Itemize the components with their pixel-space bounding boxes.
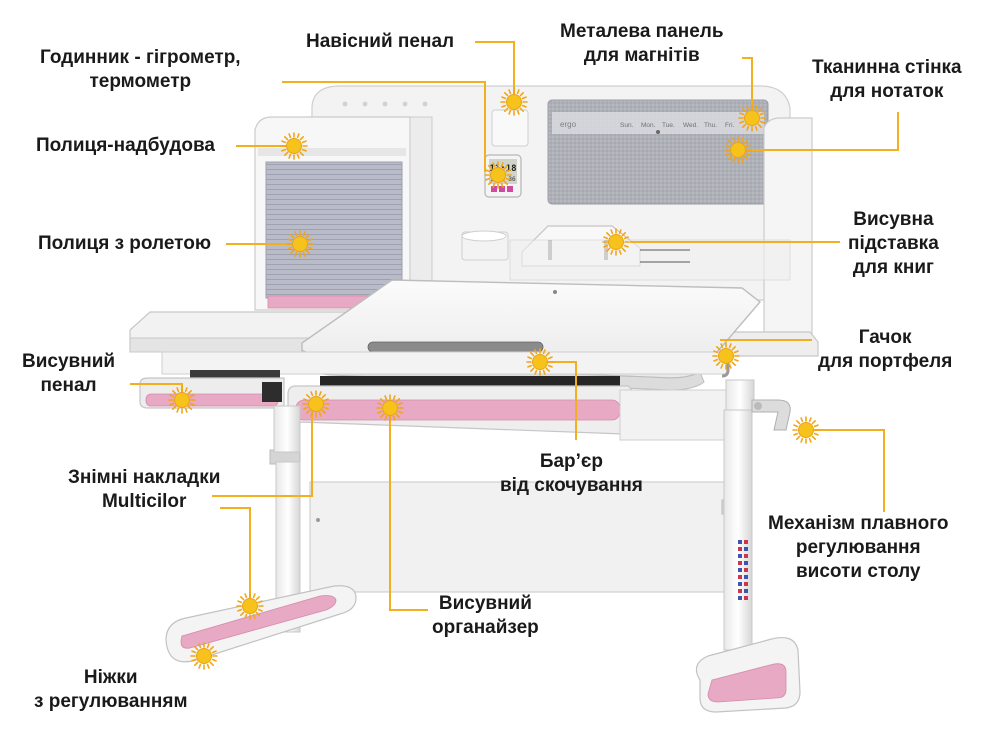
height-scale-mark <box>738 582 742 586</box>
hanging-pencil-case <box>491 109 529 147</box>
board-day-label: Mon. <box>641 122 656 129</box>
pencil-drawer-pink-cover <box>145 393 279 407</box>
bag-hook <box>720 354 730 378</box>
sun-marker-icon <box>738 104 766 132</box>
height-scale-mark <box>744 582 748 586</box>
desk-top <box>129 279 819 391</box>
label-legs: Ніжки з регулюванням <box>34 667 188 712</box>
label-organizer: Висувний органайзер <box>432 593 539 638</box>
right-leg-post <box>723 409 753 651</box>
label-covers: Знімні накладки Multicilor <box>68 467 221 512</box>
height-scale-mark <box>744 554 748 558</box>
height-scale-mark <box>744 575 748 579</box>
height-scale-mark <box>738 540 742 544</box>
organizer-drawer-pink-cover <box>295 399 621 421</box>
board-brand: ergo <box>560 120 577 129</box>
sun-marker-icon <box>526 348 554 376</box>
sun-marker-icon <box>168 386 196 414</box>
left-foot-pink-cover <box>180 595 337 649</box>
height-scale <box>738 540 748 600</box>
sun-marker-icon <box>280 132 308 160</box>
sun-marker-icon <box>302 390 330 418</box>
height-scale-mark <box>738 568 742 572</box>
right-side-panel <box>763 117 813 341</box>
board-day-label: Fri. <box>725 122 735 129</box>
sun-marker-icon <box>286 230 314 258</box>
metal-strip <box>552 112 764 134</box>
label-book-stand: Висувна підставка для книг <box>848 209 939 278</box>
board-day-label: Wed. <box>683 122 698 129</box>
height-scale-mark <box>738 589 742 593</box>
height-scale-mark <box>744 561 748 565</box>
sun-marker-icon <box>712 342 740 370</box>
label-shelf-roller: Полиця з ролетою <box>38 233 212 254</box>
height-scale-mark <box>744 568 748 572</box>
label-mechanism: Механізм плавного регулювання висоти сто… <box>768 513 949 582</box>
height-scale-mark <box>738 561 742 565</box>
sun-marker-icon <box>376 394 404 422</box>
label-clock: Годинник - гігрометр, термометр <box>40 47 241 92</box>
height-scale-mark <box>744 589 748 593</box>
height-scale-mark <box>738 554 742 558</box>
label-shelf-top: Полиця-надбудова <box>36 135 215 156</box>
anti-roll-barrier <box>367 341 544 353</box>
sun-marker-icon <box>724 136 752 164</box>
height-scale-mark <box>738 596 742 600</box>
height-scale-mark <box>738 547 742 551</box>
sun-marker-icon <box>602 228 630 256</box>
frame <box>165 354 801 713</box>
label-barrier: Бар’єр від скочування <box>500 451 643 496</box>
height-scale-mark <box>744 540 748 544</box>
label-pencil-case: Навісний пенал <box>306 31 455 52</box>
board-day-label: Thu. <box>704 122 717 129</box>
label-metal-panel: Металева панель для магнітів <box>560 21 724 66</box>
board-day-label: Sun. <box>620 122 634 129</box>
height-scale-mark <box>744 596 748 600</box>
board-day-label: Tue. <box>662 122 675 129</box>
label-drawer-pencil: Висувний пенал <box>22 351 116 396</box>
sun-marker-icon <box>236 592 264 620</box>
height-scale-mark <box>744 547 748 551</box>
crossbar <box>309 481 731 593</box>
right-foot-pink-cover <box>707 663 787 703</box>
label-fabric-wall: Тканинна стінка для нотаток <box>812 57 962 102</box>
sun-marker-icon <box>792 416 820 444</box>
roller-shutter <box>265 161 403 299</box>
height-scale-mark <box>738 575 742 579</box>
hutch: ergo Sun.Mon.Tue.Wed.Thu.Fri. 11:18 26.3… <box>254 85 813 341</box>
sun-marker-icon <box>190 642 218 670</box>
sun-marker-icon <box>484 161 512 189</box>
label-hook: Гачок для портфеля <box>818 327 953 372</box>
sun-marker-icon <box>500 88 528 116</box>
